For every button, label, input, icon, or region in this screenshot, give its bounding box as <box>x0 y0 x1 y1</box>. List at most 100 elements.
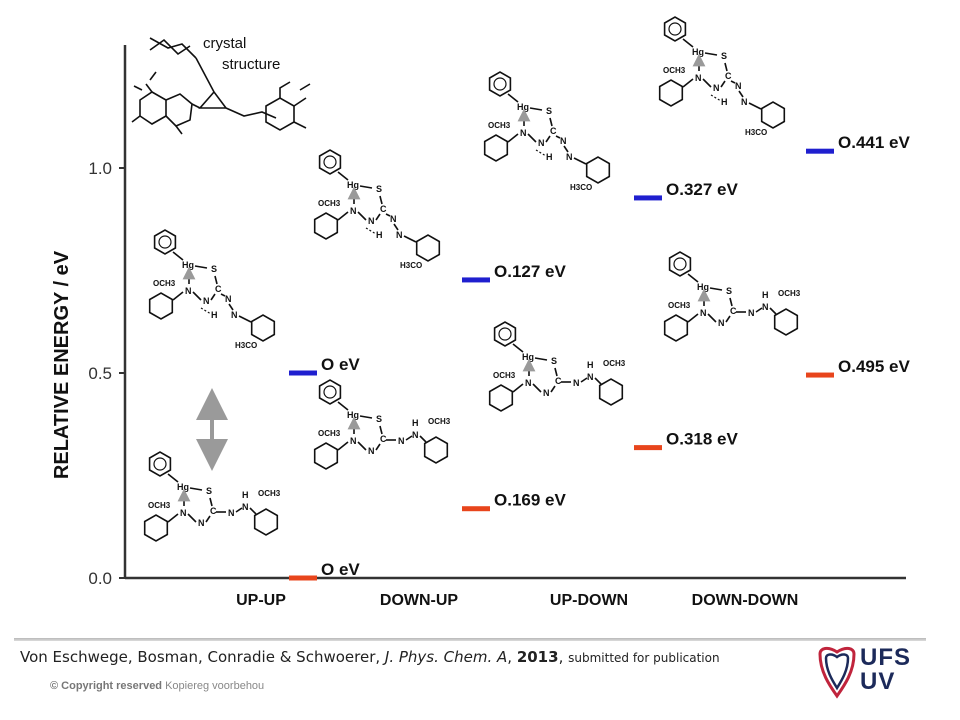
atom-label: N <box>748 308 755 318</box>
atom-label: OCH3 <box>488 121 511 130</box>
atom-label: H <box>412 418 419 428</box>
atom-label: S <box>376 414 382 424</box>
atom-label: N <box>741 97 748 107</box>
footer: Von Eschwege, Bosman, Conradie & Schwoer… <box>0 636 960 720</box>
energy-level-label: O.127 eV <box>494 262 566 281</box>
atom-label: OCH3 <box>663 66 686 75</box>
x-tick-label: UP-DOWN <box>550 592 628 609</box>
energy-level-bar <box>806 372 834 378</box>
energy-level-bar <box>806 148 834 154</box>
atom-label: Hg <box>522 352 534 362</box>
atom-label: S <box>211 264 217 274</box>
x-tick-label: DOWN-DOWN <box>692 592 799 609</box>
ufs-emblem-icon <box>818 646 856 699</box>
atom-label: N <box>231 310 238 320</box>
atom-label: OCH3 <box>318 199 341 208</box>
atom-label: H <box>762 290 769 300</box>
atom-label: N <box>225 294 232 304</box>
atom-label: C <box>380 434 387 444</box>
y-tick-label: 1.0 <box>88 159 112 178</box>
y-tick-label: 0.0 <box>88 569 112 588</box>
copyright-notice: © Copyright reserved Kopiereg voorbehou <box>50 680 264 692</box>
atom-label: N <box>180 508 187 518</box>
atom-label: Hg <box>692 47 704 57</box>
atom-label: N <box>718 318 725 328</box>
atom-label: OCH3 <box>148 501 171 510</box>
crystal-label-line2: structure <box>222 56 280 73</box>
atom-label: OCH3 <box>258 489 281 498</box>
atom-label: OCH3 <box>428 417 451 426</box>
atom-label: S <box>546 106 552 116</box>
atom-label: Hg <box>347 410 359 420</box>
logo-text: UFS UV <box>860 646 911 694</box>
atom-label: C <box>555 376 562 386</box>
ufs-logo: UFS UV <box>816 644 936 704</box>
energy-level-label: O.327 eV <box>666 180 738 199</box>
atom-label: H3CO <box>745 128 767 137</box>
crystal-structure-image <box>131 37 311 135</box>
atom-label: N <box>350 206 357 216</box>
atom-label: OCH3 <box>153 279 176 288</box>
energy-level-bar <box>289 370 317 376</box>
energy-level-label: O eV <box>321 560 360 579</box>
atom-label: N <box>560 136 567 146</box>
atom-label: N <box>538 138 545 148</box>
atom-label: N <box>566 152 573 162</box>
x-tick-label: UP-UP <box>236 592 286 609</box>
atom-label: S <box>376 184 382 194</box>
energy-level-bar <box>462 506 490 512</box>
copyright-bold: © Copyright reserved <box>50 680 163 692</box>
citation-year: 2013 <box>516 648 559 666</box>
atom-label: C <box>215 284 222 294</box>
atom-label: C <box>725 71 732 81</box>
energy-level-label: O.495 eV <box>838 357 910 376</box>
atom-label: N <box>185 286 192 296</box>
atom-label: N <box>573 378 580 388</box>
energy-level-label: O eV <box>321 355 360 374</box>
atom-label: N <box>700 308 707 318</box>
atom-label: Hg <box>177 482 189 492</box>
logo-line2: UV <box>860 668 896 695</box>
atom-label: H <box>721 97 728 107</box>
atom-label: C <box>730 306 737 316</box>
atom-label: Hg <box>347 180 359 190</box>
atom-label: OCH3 <box>668 301 691 310</box>
atom-label: S <box>206 486 212 496</box>
atom-label: H3CO <box>235 341 257 350</box>
energy-level-bar <box>289 575 317 581</box>
atom-label: N <box>587 372 594 382</box>
atom-label: N <box>735 81 742 91</box>
atom-label: H <box>211 310 218 320</box>
atom-label: H3CO <box>570 183 592 192</box>
energy-level-bar <box>634 195 662 201</box>
y-ticks: 0.00.51.0 <box>88 159 125 588</box>
citation-status: submitted for publication <box>568 651 720 665</box>
atom-label: S <box>726 286 732 296</box>
citation-authors: Von Eschwege, Bosman, Conradie & Schwoer… <box>20 648 381 666</box>
copyright-rest: Kopiereg voorbehou <box>165 680 265 692</box>
atom-label: N <box>350 436 357 446</box>
energy-level-bar <box>462 277 490 283</box>
atom-label: OCH3 <box>493 371 516 380</box>
citation-journal: J. Phys. Chem. A <box>384 648 508 666</box>
atom-label: N <box>228 508 235 518</box>
y-axis-label: RELATIVE ENERGY / eV <box>51 250 73 479</box>
citation: Von Eschwege, Bosman, Conradie & Schwoer… <box>20 648 720 666</box>
atom-label: N <box>525 378 532 388</box>
atom-label: N <box>695 73 702 83</box>
energy-level-label: O.318 eV <box>666 430 738 449</box>
logo-line1: UFS <box>860 644 911 671</box>
atom-label: N <box>368 446 375 456</box>
energy-level-bar <box>634 445 662 451</box>
atom-label: C <box>380 204 387 214</box>
atom-label: N <box>242 502 249 512</box>
crystal-label-line1: crystal <box>203 35 246 52</box>
